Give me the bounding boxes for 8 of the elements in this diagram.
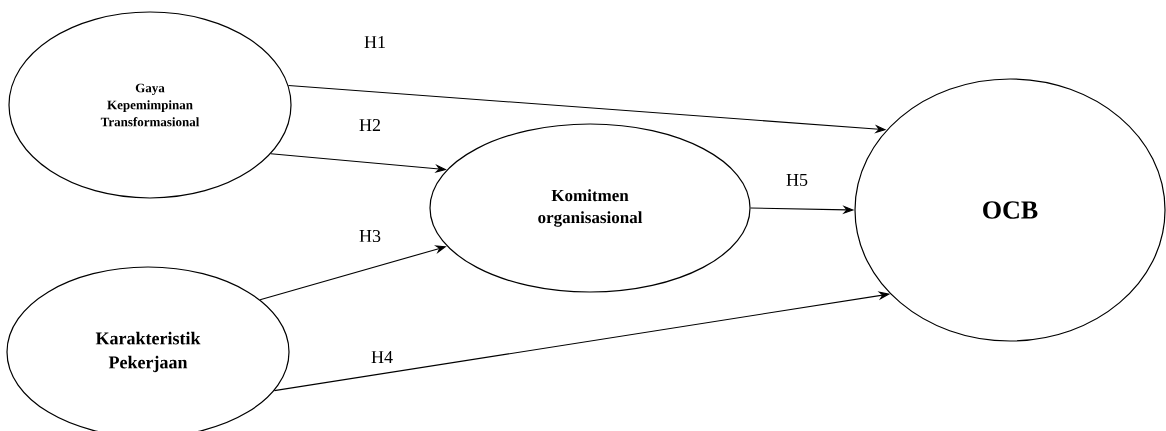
ellipse-node: OCB <box>854 78 1166 342</box>
edge-label: H5 <box>785 173 809 187</box>
ellipse-node: Gaya Kepemimpinan Transformasional <box>8 11 292 199</box>
edge-label: H4 <box>370 350 394 364</box>
edge-label: H1 <box>363 35 387 49</box>
edge-label: H2 <box>358 118 382 132</box>
ellipse-node: Komitmen organisasional <box>429 123 751 293</box>
edge-label: H3 <box>358 228 382 244</box>
